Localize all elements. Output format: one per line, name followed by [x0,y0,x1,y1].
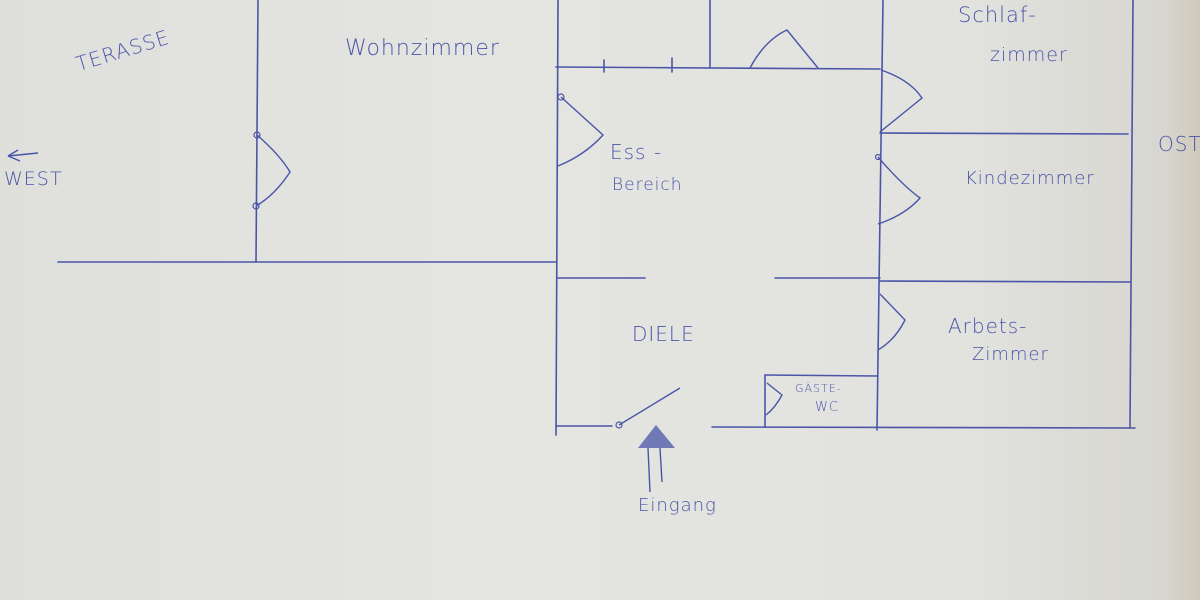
room-label-gaeste-wc-1: GÄSTE- [795,382,842,395]
room-label-essbereich-2: Bereich [612,175,683,195]
entrance-arrow-icon [638,425,675,493]
compass-west-label: WEST [4,168,63,190]
room-label-schlafzimmer-1: Schlaf- [958,3,1037,27]
room-label-essbereich-1: Ess - [610,140,663,164]
compass-east-label: OST [1158,132,1200,156]
room-label-kinderzimmer: Kindezimmer [965,168,1095,189]
room-label-diele: DIELE [632,322,695,346]
room-label-arbeitszimmer-1: Arbets- [948,314,1028,338]
room-label-gaeste-wc-2: WC [815,400,839,415]
walls [57,0,1136,436]
entrance-label: Eingang [638,495,717,516]
room-label-schlafzimmer-2: zimmer [990,44,1068,66]
room-label-wohnzimmer: Wohnzimmer [345,36,500,61]
room-label-arbeitszimmer-2: Zimmer [972,344,1049,365]
doors [252,29,923,429]
west-arrow-icon [7,149,39,162]
